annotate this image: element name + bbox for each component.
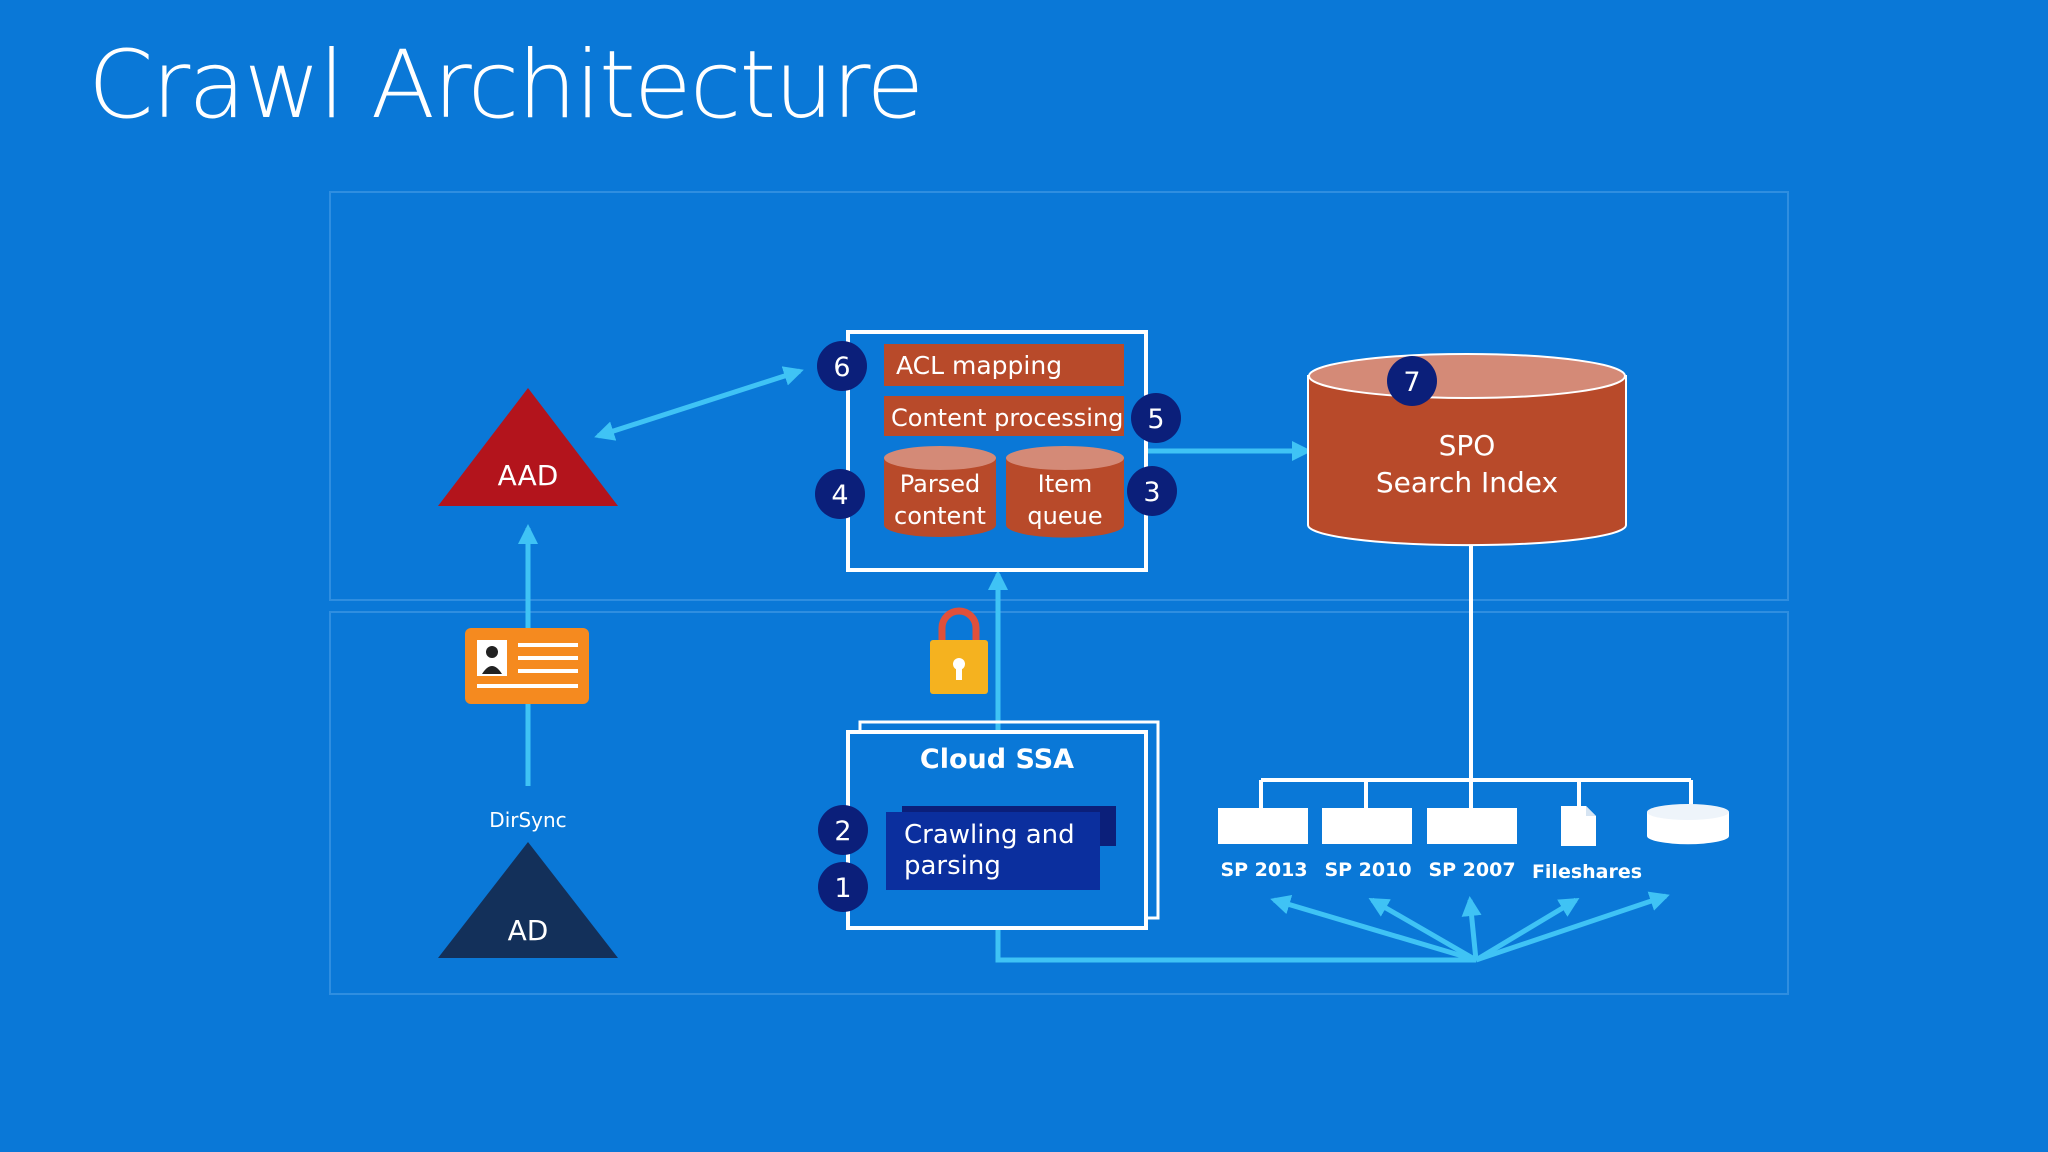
database-icon: [1647, 804, 1729, 845]
svg-text:3: 3: [1143, 477, 1160, 508]
fileshare-icon: [1561, 806, 1596, 846]
svg-text:6: 6: [833, 352, 850, 383]
content-processing-label: Content processing: [891, 404, 1123, 432]
aad-triangle: [438, 388, 618, 506]
search-index-line2: Search Index: [1376, 466, 1558, 499]
step-badge: 1: [818, 862, 868, 912]
source-label: SP 2007: [1428, 859, 1515, 881]
aad-label: AAD: [498, 459, 559, 492]
parsed-content-line2: content: [894, 502, 986, 530]
ad-label: AD: [508, 914, 549, 947]
crawl-task-line1: Crawling and: [904, 820, 1075, 850]
svg-text:1: 1: [834, 873, 851, 904]
aad-node: AAD: [438, 388, 618, 506]
svg-text:2: 2: [834, 816, 851, 847]
step-badge: 3: [1127, 466, 1177, 516]
connectors: [518, 366, 1693, 963]
parsed-content-line1: Parsed: [900, 470, 980, 498]
crawl-task-box: [886, 812, 1100, 890]
cloud-ssa-title: Cloud SSA: [920, 744, 1074, 775]
ad-node: AD: [438, 842, 618, 958]
cloud-region-frame: [329, 191, 1789, 601]
sp2010-server: [1322, 808, 1412, 844]
acl-mapping-label: ACL mapping: [896, 351, 1062, 380]
svg-text:5: 5: [1147, 404, 1164, 435]
item-queue-line2: queue: [1027, 502, 1102, 530]
step-badge: 7: [1387, 356, 1437, 406]
step-badges: 1 2 3 4 5 6 7: [815, 341, 1437, 912]
crawl-bus: [995, 930, 1476, 963]
onprem-region-frame: [329, 611, 1789, 995]
step-badge: 5: [1131, 393, 1181, 443]
step-badge: 6: [817, 341, 867, 391]
sp2013-server: [1218, 808, 1308, 844]
step-badge: 4: [815, 469, 865, 519]
svg-text:4: 4: [831, 480, 848, 511]
ad-triangle: [438, 842, 618, 958]
source-label: Fileshares: [1532, 861, 1642, 883]
item-queue-store: Item queue: [1006, 446, 1124, 538]
id-card-icon: [465, 628, 589, 704]
sp2007-server: [1427, 808, 1517, 844]
aad-acl-arrow: [594, 366, 804, 441]
svg-text:7: 7: [1403, 367, 1420, 398]
lock-icon: [930, 607, 988, 694]
crawl-task-line2: parsing: [904, 851, 1001, 881]
acl-mapping-box: [884, 344, 1124, 386]
source-label: SP 2013: [1220, 859, 1307, 881]
content-sources: SP 2013 SP 2010 SP 2007 Fileshares: [1218, 804, 1729, 883]
pipeline-frame: [846, 330, 1148, 572]
content-processing-box: [884, 396, 1124, 436]
item-queue-line1: Item: [1038, 470, 1093, 498]
cloud-ssa-node: Cloud SSA Crawling and parsing: [846, 720, 1160, 930]
source-label: SP 2010: [1324, 859, 1411, 881]
region-frames: [329, 191, 1789, 995]
pipeline-box: ACL mapping Content processing Parsed co…: [846, 330, 1148, 572]
search-index-line1: SPO: [1439, 429, 1496, 462]
search-index-store: SPO Search Index: [1307, 353, 1627, 547]
slide-title: Crawl Architecture: [88, 31, 924, 140]
step-badge: 2: [818, 805, 868, 855]
dirsync-label: DirSync: [489, 808, 566, 832]
parsed-content-store: Parsed content: [884, 446, 996, 537]
